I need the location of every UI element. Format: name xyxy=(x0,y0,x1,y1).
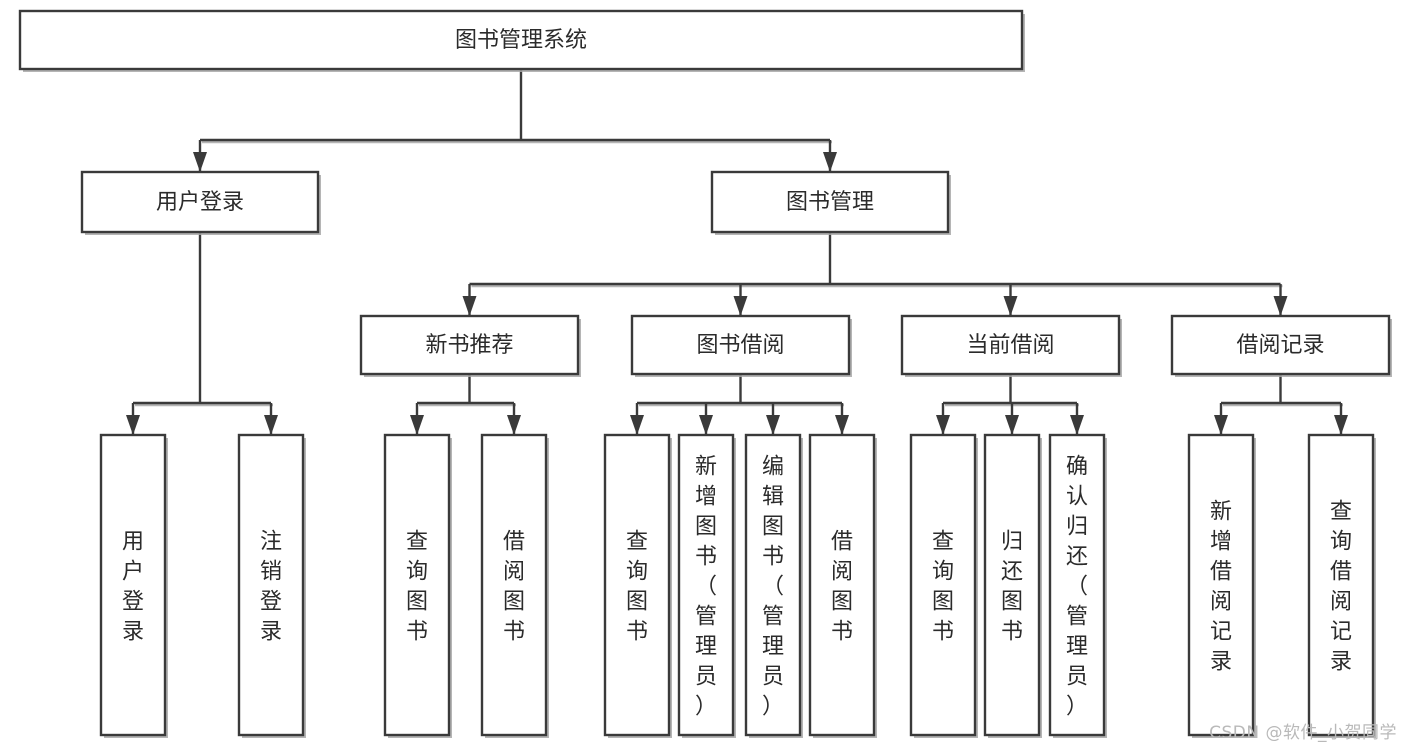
node-box[interactable] xyxy=(677,433,735,737)
node-box[interactable] xyxy=(909,433,977,737)
arrow-head-icon xyxy=(462,296,477,316)
node-box[interactable] xyxy=(99,433,167,737)
node-label: 查询图书 xyxy=(626,529,648,644)
node-leaf-confirm-return-admin[interactable]: 确认归还（管理员） xyxy=(1048,433,1107,738)
arrow-head-icon xyxy=(1273,296,1288,316)
node-label: 注销登录 xyxy=(260,529,282,644)
node-borrow-record[interactable]: 借阅记录 xyxy=(1170,314,1392,377)
node-label: 图书管理系统 xyxy=(455,28,587,53)
node-box[interactable] xyxy=(900,314,1121,376)
node-root[interactable]: 图书管理系统 xyxy=(18,9,1025,72)
node-label: 查询图书 xyxy=(406,529,428,644)
node-box[interactable] xyxy=(808,433,876,737)
arrow-head-icon xyxy=(835,415,849,435)
arrow-head-icon xyxy=(507,415,521,435)
node-label: 查询图书 xyxy=(932,529,954,644)
node-leaf-borrow-book-1[interactable]: 借阅图书 xyxy=(480,433,549,738)
node-leaf-add-book-admin[interactable]: 新增图书（管理员） xyxy=(677,433,736,738)
node-user-login[interactable]: 用户登录 xyxy=(80,170,321,235)
arrow-head-icon xyxy=(126,415,140,435)
arrow-head-icon xyxy=(1003,296,1018,316)
node-leaf-user-logout[interactable]: 注销登录 xyxy=(237,433,306,738)
node-label: 用户登录 xyxy=(122,529,144,644)
node-leaf-return-book[interactable]: 归还图书 xyxy=(983,433,1042,738)
node-label: 图书借阅 xyxy=(696,333,784,358)
node-box[interactable] xyxy=(603,433,671,737)
node-leaf-add-borrow-record[interactable]: 新增借阅记录 xyxy=(1187,433,1256,738)
arrow-head-icon xyxy=(264,415,278,435)
arrow-head-icon xyxy=(630,415,644,435)
node-box[interactable] xyxy=(18,9,1024,71)
node-label: 编辑图书（管理员） xyxy=(762,454,784,719)
node-layer: 图书管理系统用户登录图书管理新书推荐图书借阅当前借阅借阅记录用户登录注销登录查询… xyxy=(18,9,1392,738)
node-label: 当前借阅 xyxy=(966,333,1054,358)
node-new-book-recommend[interactable]: 新书推荐 xyxy=(359,314,581,377)
node-leaf-user-login[interactable]: 用户登录 xyxy=(99,433,168,738)
node-box[interactable] xyxy=(1307,433,1375,737)
arrow-head-icon xyxy=(699,415,713,435)
arrow-head-icon xyxy=(733,296,748,316)
node-label: 归还图书 xyxy=(1001,529,1023,644)
node-label: 新增借阅记录 xyxy=(1210,499,1232,674)
node-box[interactable] xyxy=(630,314,851,376)
node-leaf-query-book-2[interactable]: 查询图书 xyxy=(603,433,672,738)
arrow-head-icon xyxy=(1005,415,1019,435)
node-box[interactable] xyxy=(80,170,320,234)
node-box[interactable] xyxy=(237,433,305,737)
arrow-head-icon xyxy=(1214,415,1228,435)
node-current-borrow[interactable]: 当前借阅 xyxy=(900,314,1122,377)
node-label: 新书推荐 xyxy=(425,333,513,358)
node-leaf-query-borrow-record[interactable]: 查询借阅记录 xyxy=(1307,433,1376,738)
node-box[interactable] xyxy=(383,433,451,737)
arrow-head-icon xyxy=(936,415,950,435)
node-leaf-borrow-book-2[interactable]: 借阅图书 xyxy=(808,433,877,738)
node-box[interactable] xyxy=(983,433,1041,737)
node-box[interactable] xyxy=(1048,433,1106,737)
arrow-head-icon xyxy=(823,152,837,172)
node-leaf-edit-book-admin[interactable]: 编辑图书（管理员） xyxy=(744,433,803,738)
node-book-borrow[interactable]: 图书借阅 xyxy=(630,314,852,377)
node-label: 借阅图书 xyxy=(831,529,853,644)
arrow-head-icon xyxy=(1070,415,1084,435)
node-label: 借阅记录 xyxy=(1236,333,1324,358)
node-leaf-query-book-1[interactable]: 查询图书 xyxy=(383,433,452,738)
node-box[interactable] xyxy=(744,433,802,737)
node-box[interactable] xyxy=(1170,314,1391,376)
node-box[interactable] xyxy=(359,314,580,376)
node-book-manage[interactable]: 图书管理 xyxy=(710,170,951,235)
node-label: 借阅图书 xyxy=(503,529,525,644)
node-label: 确认归还（管理员） xyxy=(1066,454,1088,719)
node-label: 查询借阅记录 xyxy=(1330,499,1352,674)
node-label: 图书管理 xyxy=(786,190,874,215)
node-label: 新增图书（管理员） xyxy=(695,454,717,719)
node-leaf-query-book-3[interactable]: 查询图书 xyxy=(909,433,978,738)
connector-layer xyxy=(126,69,1348,435)
arrow-head-icon xyxy=(193,152,207,172)
node-box[interactable] xyxy=(710,170,950,234)
node-label: 用户登录 xyxy=(156,190,244,215)
arrow-head-icon xyxy=(410,415,424,435)
arrow-head-icon xyxy=(1334,415,1348,435)
node-box[interactable] xyxy=(480,433,548,737)
arrow-head-icon xyxy=(766,415,780,435)
node-box[interactable] xyxy=(1187,433,1255,737)
